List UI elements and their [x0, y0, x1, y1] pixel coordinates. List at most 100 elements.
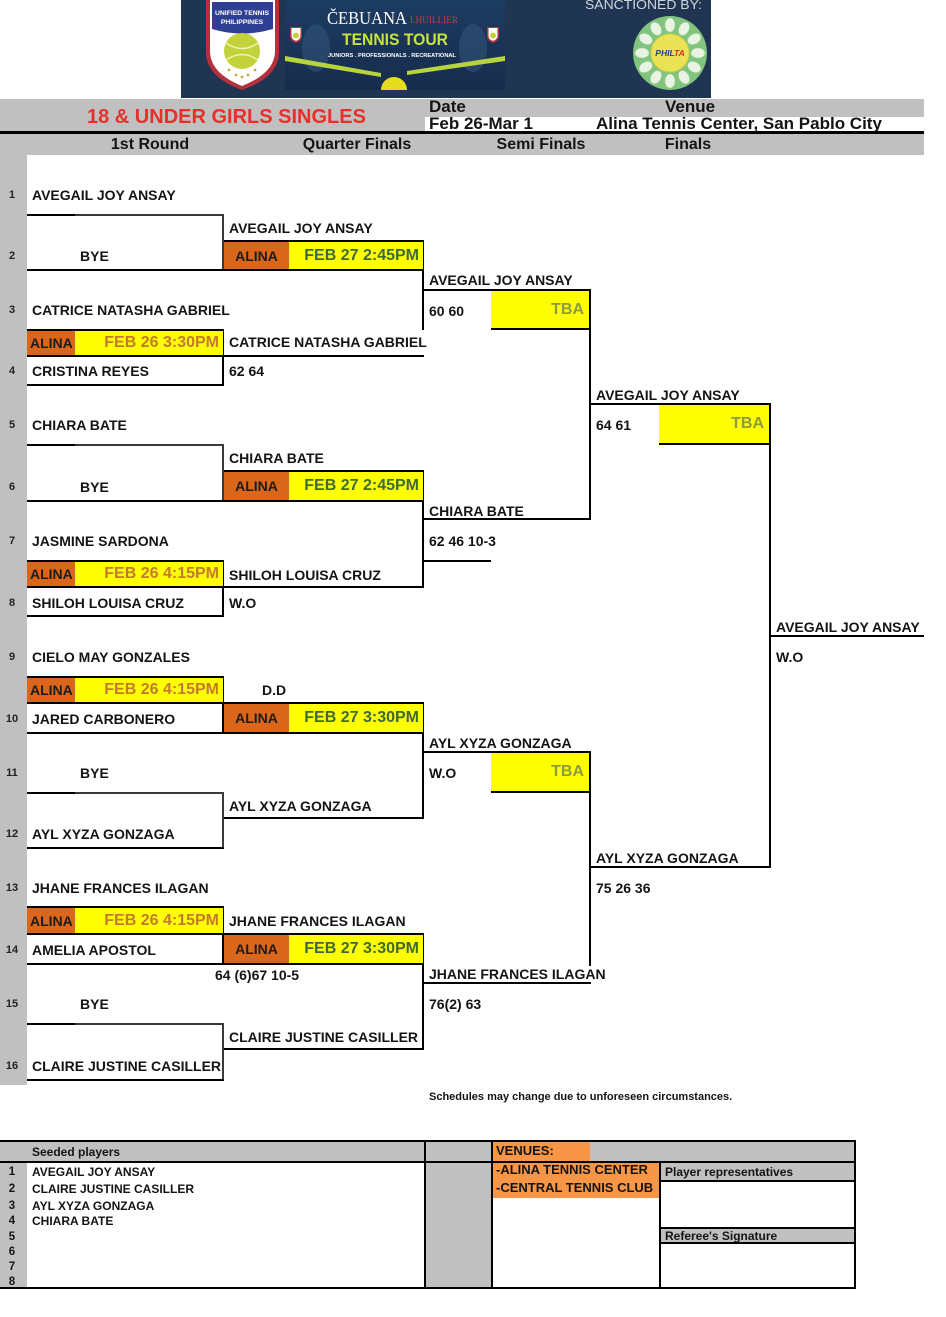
- schedule-time: FEB 26 4:15PM: [75, 908, 223, 933]
- round-label-quarter-finals: Quarter Finals: [302, 136, 412, 153]
- match-score: 62 64: [229, 363, 265, 379]
- left-logo-line1: UNIFIED TENNIS: [215, 10, 269, 17]
- qf-player-name: SHILOH LOUISA CRUZ: [229, 567, 381, 583]
- seed-number: 3: [8, 1200, 16, 1212]
- date-venue-values-row: Feb 26-Mar 1 Alina Tennis Center, San Pa…: [425, 117, 924, 131]
- player-representatives-label: Player representatives: [665, 1165, 794, 1179]
- match-score: W.O: [429, 765, 457, 781]
- champion-score: W.O: [776, 649, 804, 665]
- venues-title: VENUES:: [496, 1143, 554, 1158]
- draw-number: 16: [5, 1060, 19, 1072]
- player-name: BYE: [80, 248, 109, 264]
- player-representatives-field: [661, 1182, 854, 1227]
- player-name: CRISTINA REYES: [32, 363, 149, 379]
- schedule-time: FEB 27 2:45PM: [289, 242, 423, 269]
- schedule-time: FEB 27 3:30PM: [289, 935, 423, 963]
- referee-signature-field: [661, 1244, 854, 1287]
- draw-number: 2: [8, 250, 16, 262]
- draw-number: 14: [5, 944, 19, 956]
- draw-number: 12: [5, 828, 19, 840]
- champion-name: AVEGAIL JOY ANSAY: [776, 619, 920, 635]
- match-score: 60 60: [429, 303, 465, 319]
- sf-player-name: JHANE FRANCES ILAGAN: [429, 966, 606, 982]
- player-name: CLAIRE JUSTINE CASILLER: [32, 1058, 222, 1074]
- draw-number: 9: [8, 651, 16, 663]
- header-banner: UNIFIED TENNIS PHILIPPINES ČEBUANA LHUIL…: [181, 0, 711, 98]
- qf-player-name: AVEGAIL JOY ANSAY: [229, 220, 373, 236]
- player-name: SHILOH LOUISA CRUZ: [32, 595, 184, 611]
- seed-number: 6: [8, 1246, 16, 1258]
- qf-player-name: CATRICE NATASHA GABRIEL: [229, 334, 427, 350]
- seed-number: 1: [8, 1166, 16, 1178]
- seed-player-name: CHIARA BATE: [32, 1214, 114, 1228]
- semi-final-schedule: TBA: [491, 291, 589, 328]
- schedule-disclaimer: Schedules may change due to unforeseen c…: [429, 1091, 733, 1103]
- seed-player-name: AVEGAIL JOY ANSAY: [32, 1165, 156, 1179]
- philta-text-b: TA: [674, 48, 685, 58]
- header-divider: [0, 131, 924, 134]
- schedule-time: FEB 26 4:15PM: [75, 562, 223, 586]
- player-name: JASMINE SARDONA: [32, 533, 169, 549]
- tennis-ball-icon: [381, 77, 407, 90]
- venue-tag: ALINA: [27, 678, 75, 702]
- tennis-ball-icon: [224, 33, 260, 69]
- player-name: AMELIA APOSTOL: [32, 942, 156, 958]
- referee-label-cell: Referee's Signature: [661, 1229, 854, 1243]
- venue-tag: ALINA: [27, 908, 75, 933]
- venue-value: Alina Tennis Center, San Pablo City: [596, 117, 882, 131]
- draw-number-column: [0, 155, 27, 1085]
- venue-tag: ALINA: [224, 472, 289, 500]
- match-score: 75 26 36: [596, 880, 651, 896]
- finalist-name: AYL XYZA GONZAGA: [596, 850, 739, 866]
- qf-player-name: CLAIRE JUSTINE CASILLER: [229, 1029, 419, 1045]
- draw-number: 7: [8, 535, 16, 547]
- date-label: Date: [429, 97, 466, 116]
- venue-tag: ALINA: [224, 704, 289, 732]
- cebuana-tennis-tour-logo: ČEBUANA LHUILLIER TENNIS TOUR JUNIORS . …: [285, 0, 505, 90]
- match-score: 62 46 10-3: [429, 533, 496, 549]
- sf-player-name: AYL XYZA GONZAGA: [429, 735, 572, 751]
- match-score: 64 (6)67 10-5: [215, 967, 300, 983]
- player-name: CATRICE NATASHA GABRIEL: [32, 302, 230, 318]
- qf-player-name: D.D: [262, 682, 287, 698]
- svg-text:PHILTA: PHILTA: [655, 48, 684, 58]
- draw-number: 6: [8, 481, 16, 493]
- player-name: BYE: [80, 479, 109, 495]
- qf-player-name: CHIARA BATE: [229, 450, 324, 466]
- venue-label: Venue: [665, 97, 716, 116]
- venue-tag: ALINA: [224, 242, 289, 269]
- venue-tag: ALINA: [27, 562, 75, 586]
- rounds-header-bar: [0, 134, 924, 155]
- draw-number: 1: [8, 189, 16, 201]
- philta-text-a: PHIL: [655, 48, 674, 58]
- brand-suffix: LHUILLIER: [410, 15, 458, 25]
- draw-number: 11: [6, 767, 18, 779]
- schedule-time: FEB 27 3:30PM: [289, 704, 423, 732]
- draw-number: 4: [8, 365, 16, 377]
- draw-number: 13: [5, 882, 19, 894]
- seeded-players-title: Seeded players: [32, 1145, 121, 1159]
- player-silhouette-icon: [302, 24, 330, 72]
- tennis-ball-icon: [650, 33, 690, 73]
- tour-tagline: JUNIORS . PROFESSIONALS . RECREATIONAL: [328, 53, 457, 59]
- match-score: W.O: [229, 595, 257, 611]
- event-title-bar: [0, 99, 425, 131]
- referee-signature-label: Referee's Signature: [665, 1229, 778, 1243]
- draw-number: 8: [8, 597, 16, 609]
- unified-tennis-philippines-logo: UNIFIED TENNIS PHILIPPINES: [206, 0, 279, 90]
- seed-number: 4: [8, 1215, 16, 1227]
- match-score: 64 61: [596, 417, 632, 433]
- small-shield-icon: [290, 27, 302, 43]
- seed-number: 7: [8, 1261, 16, 1273]
- seed-number: 5: [8, 1231, 16, 1243]
- date-value: Feb 26-Mar 1: [429, 117, 533, 131]
- venue-item: -ALINA TENNIS CENTER: [496, 1162, 648, 1177]
- player-name: AYL XYZA GONZAGA: [32, 826, 175, 842]
- draw-number: 5: [8, 419, 16, 431]
- player-name: BYE: [80, 765, 109, 781]
- stars-icon: [227, 68, 257, 79]
- player-name: BYE: [80, 996, 109, 1012]
- draw-number: 3: [8, 304, 16, 316]
- finalist-name: AVEGAIL JOY ANSAY: [596, 387, 740, 403]
- round-label-finals: Finals: [664, 136, 712, 153]
